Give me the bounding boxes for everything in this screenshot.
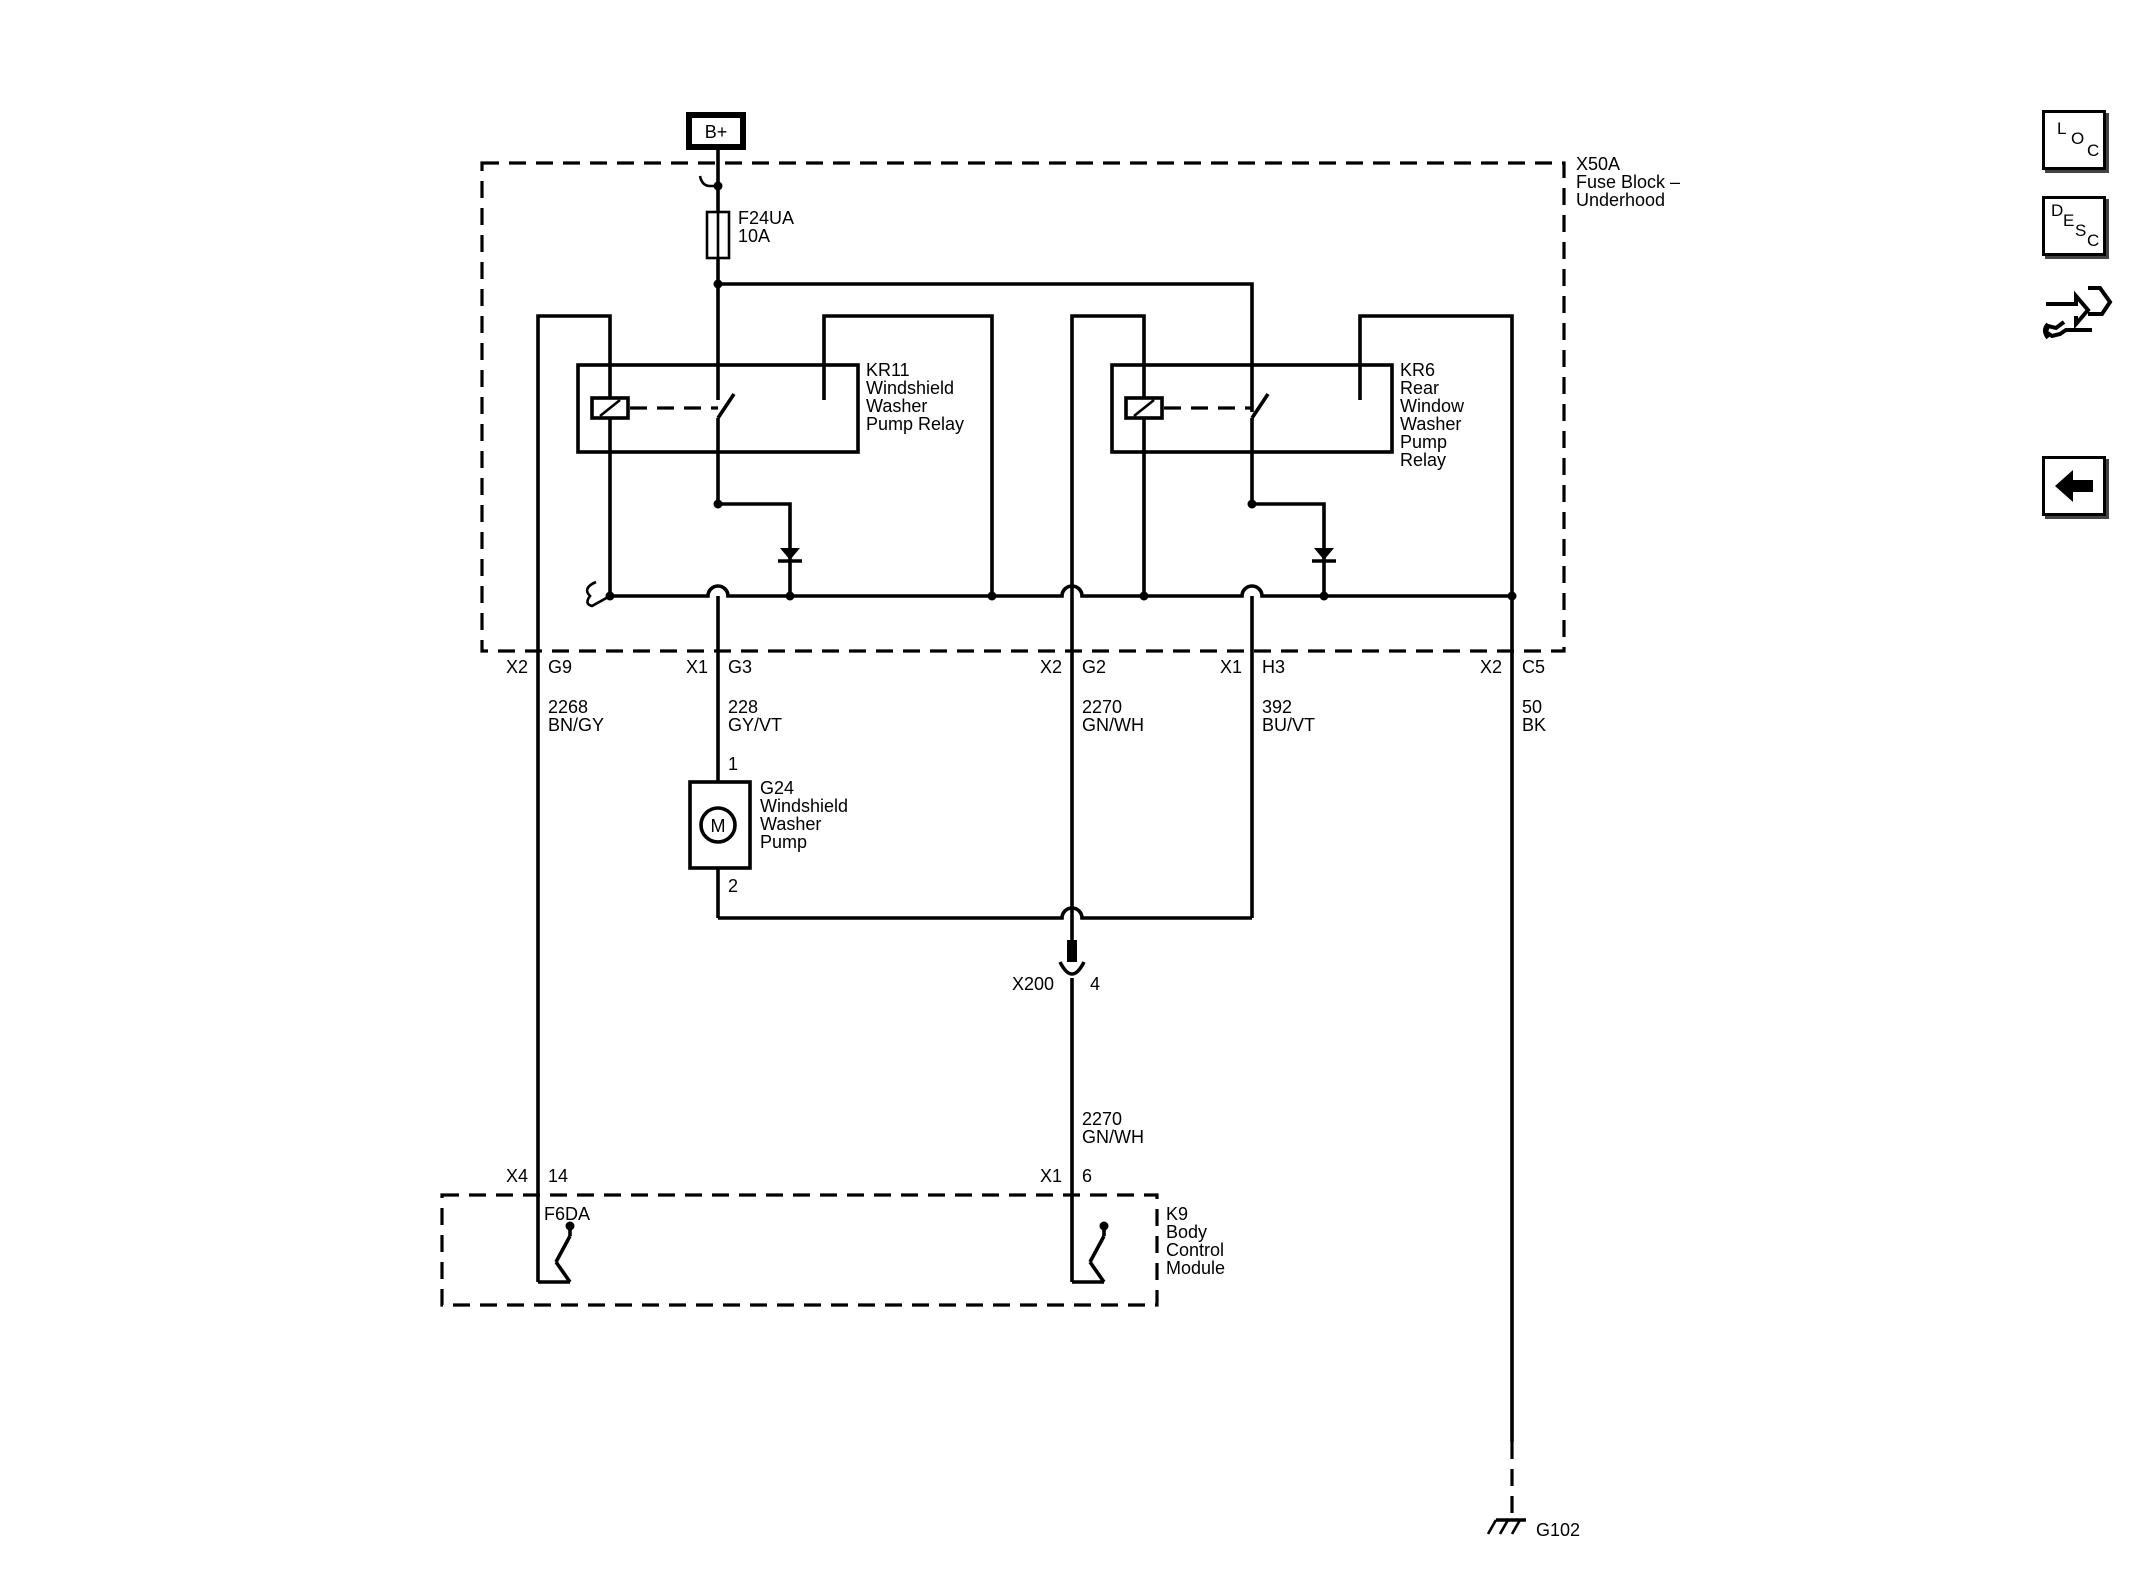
- svg-text:Module: Module: [1166, 1258, 1225, 1278]
- relay-kr6-label: KR6 Rear Window Washer Pump Relay: [1400, 360, 1465, 470]
- desc-letter-c: C: [2087, 231, 2100, 250]
- svg-text:GN/WH: GN/WH: [1082, 715, 1144, 735]
- svg-text:G9: G9: [548, 657, 572, 677]
- svg-text:392: 392: [1262, 697, 1292, 717]
- svg-text:G3: G3: [728, 657, 752, 677]
- svg-text:Pump: Pump: [760, 832, 807, 852]
- svg-text:X50A: X50A: [1576, 154, 1620, 174]
- x200-id: X200: [1012, 974, 1054, 994]
- bcm-conn-a: X4: [506, 1166, 528, 1186]
- bcm-label: K9 Body Control Module: [1166, 1204, 1225, 1278]
- svg-text:Washer: Washer: [1400, 414, 1461, 434]
- bcm-outline: [440, 1193, 1159, 1307]
- svg-text:K9: K9: [1166, 1204, 1188, 1224]
- loc-letter-c: C: [2087, 141, 2100, 160]
- svg-text:2268: 2268: [548, 697, 588, 717]
- svg-text:X2: X2: [506, 657, 528, 677]
- power-label: B+: [705, 122, 728, 142]
- svg-text:Windshield: Windshield: [866, 378, 954, 398]
- pump-label: G24 Windshield Washer Pump: [760, 778, 848, 852]
- washer-pump-motor: M: [688, 780, 752, 870]
- bcm-pin-a: 14: [548, 1166, 568, 1186]
- svg-text:Relay: Relay: [1400, 450, 1446, 470]
- desc-letter-e: E: [2063, 211, 2075, 230]
- bcm-switch-a-label: F6DA: [544, 1204, 590, 1224]
- svg-text:X1: X1: [686, 657, 708, 677]
- svg-text:BU/VT: BU/VT: [1262, 715, 1315, 735]
- desc-letter-d: D: [2051, 201, 2064, 220]
- svg-text:228: 228: [728, 697, 758, 717]
- connector-wrench-icon: [2043, 286, 2113, 340]
- fuse-id: F24UA: [738, 208, 794, 228]
- svg-text:Control: Control: [1166, 1240, 1224, 1260]
- svg-text:BN/GY: BN/GY: [548, 715, 604, 735]
- fuse-rating: 10A: [738, 226, 770, 246]
- bcm-conn-b: X1: [1040, 1166, 1062, 1186]
- svg-text:KR11: KR11: [866, 360, 910, 380]
- svg-text:Washer: Washer: [760, 814, 821, 834]
- connector-wrench-button[interactable]: [2042, 274, 2113, 350]
- svg-text:KR6: KR6: [1400, 360, 1435, 380]
- svg-text:H3: H3: [1262, 657, 1285, 677]
- lower-wire-circuit: 2270: [1082, 1109, 1122, 1129]
- svg-text:G2: G2: [1082, 657, 1106, 677]
- svg-text:Washer: Washer: [866, 396, 927, 416]
- svg-text:GY/VT: GY/VT: [728, 715, 782, 735]
- svg-text:2270: 2270: [1082, 697, 1122, 717]
- connector-row: X2 G9 X1 G3 X2 G2 X1 H3 X2 C5: [506, 657, 1545, 677]
- motor-symbol: M: [711, 816, 726, 836]
- svg-text:G24: G24: [760, 778, 794, 798]
- svg-text:Windshield: Windshield: [760, 796, 848, 816]
- pump-pin-1: 1: [728, 754, 738, 774]
- svg-text:X2: X2: [1480, 657, 1502, 677]
- wire-labels: 2268 BN/GY 228 GY/VT 2270 GN/WH 392 BU/V…: [548, 697, 1546, 735]
- loc-letter-l: L: [2057, 119, 2067, 138]
- x200-pin: 4: [1090, 974, 1100, 994]
- loc-letter-o: O: [2071, 129, 2085, 148]
- svg-text:X1: X1: [1220, 657, 1242, 677]
- ground-symbol: [1486, 1518, 1526, 1535]
- description-button[interactable]: D E S C: [2042, 196, 2106, 256]
- lower-wire-color: GN/WH: [1082, 1127, 1144, 1147]
- svg-text:Rear: Rear: [1400, 378, 1439, 398]
- relay-kr11-label: KR11 Windshield Washer Pump Relay: [866, 360, 964, 434]
- back-arrow-icon: [2055, 470, 2093, 502]
- pump-pin-2: 2: [728, 876, 738, 896]
- fuse-block-label: X50A Fuse Block – Underhood: [1576, 154, 1680, 210]
- svg-text:Window: Window: [1400, 396, 1465, 416]
- svg-text:Underhood: Underhood: [1576, 190, 1665, 210]
- svg-text:Pump Relay: Pump Relay: [866, 414, 964, 434]
- desc-letter-s: S: [2075, 221, 2087, 240]
- svg-text:X2: X2: [1040, 657, 1062, 677]
- svg-text:50: 50: [1522, 697, 1542, 717]
- battery-positive-terminal: B+: [686, 112, 746, 150]
- location-button[interactable]: L O C: [2042, 110, 2106, 170]
- ground-id: G102: [1536, 1520, 1580, 1540]
- bcm-pin-b: 6: [1082, 1166, 1092, 1186]
- svg-text:C5: C5: [1522, 657, 1545, 677]
- back-button[interactable]: [2042, 456, 2106, 516]
- svg-text:BK: BK: [1522, 715, 1546, 735]
- fuse-block-outline: [480, 161, 1566, 653]
- svg-text:Pump: Pump: [1400, 432, 1447, 452]
- svg-text:Body: Body: [1166, 1222, 1207, 1242]
- svg-text:Fuse Block –: Fuse Block –: [1576, 172, 1680, 192]
